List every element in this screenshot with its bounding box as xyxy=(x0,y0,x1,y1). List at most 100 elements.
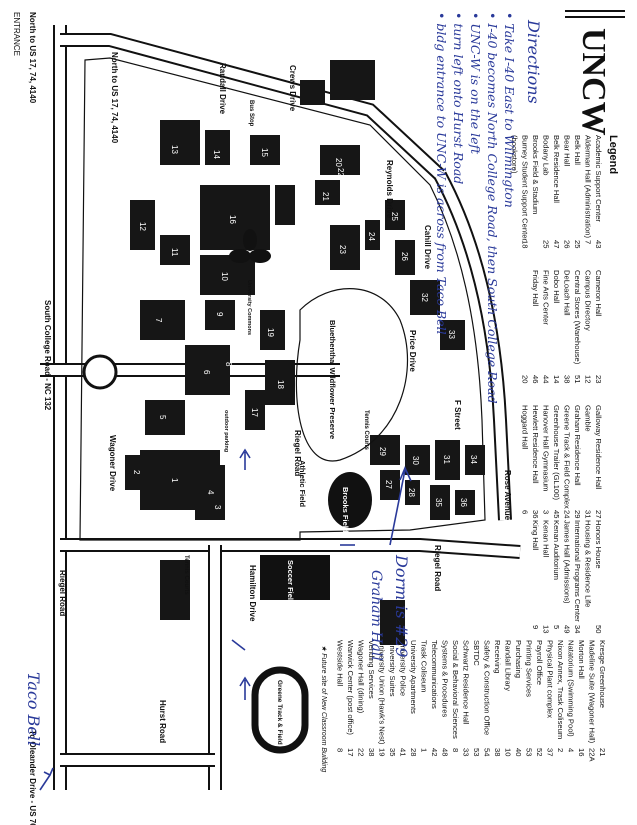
direction-5: • bldg entrance to UNC-W is across from … xyxy=(434,12,449,335)
legend-entry: Alderman Hall (Administration) xyxy=(584,135,593,238)
legend-number: 23 xyxy=(594,375,603,383)
building-3 xyxy=(195,465,225,520)
label-riegel-3: Riegel Road xyxy=(58,570,67,616)
num-26: 26 xyxy=(400,252,409,261)
num-21: 21 xyxy=(321,192,330,201)
num-11: 11 xyxy=(170,248,179,257)
building-ferris xyxy=(160,560,190,620)
legend-number: 37 xyxy=(546,748,555,756)
legend-number: 42 xyxy=(430,748,439,756)
legend-entry: Academic Support Center xyxy=(594,135,603,222)
legend-entry: Receiving xyxy=(493,640,502,673)
building-7 xyxy=(140,300,185,340)
num-32: 32 xyxy=(420,293,429,302)
num-6: 6 xyxy=(202,370,211,375)
label-rose: Rose Avenue xyxy=(503,470,512,521)
building-36 xyxy=(455,490,475,515)
legend-number: 38 xyxy=(563,375,572,383)
num-23: 23 xyxy=(338,245,347,254)
legend-entry: Campus Directory xyxy=(584,270,593,331)
legend-number: 31 xyxy=(584,510,593,518)
legend-number: 25 xyxy=(573,240,582,248)
building-18 xyxy=(265,360,295,405)
legend-entry: Cameron Hall xyxy=(594,270,603,317)
legend-entry: Warwick Center (post office) xyxy=(346,640,355,735)
num-25: 25 xyxy=(390,212,399,221)
arrow-route-3-icon xyxy=(231,639,246,651)
building-17 xyxy=(245,390,265,430)
legend-number: 50 xyxy=(594,625,603,633)
legend-entry: Trask Coliseum xyxy=(420,640,429,692)
legend-number: 8 xyxy=(336,748,345,752)
legend-entry: Madeline Suite (Wagoner Hall) xyxy=(588,640,597,744)
building-6 xyxy=(185,345,230,395)
legend-entry: Kenan Hall xyxy=(542,520,551,557)
legend-entry: Belk Residence Hall xyxy=(552,135,561,203)
traffic-circle xyxy=(82,354,118,390)
legend-number: 38 xyxy=(493,748,502,756)
road-labels: North to US 17, 74, 4140 Randall Drive C… xyxy=(28,52,512,825)
building-23 xyxy=(330,225,360,270)
label-cahill: Cahill Drive xyxy=(423,225,432,270)
directions-title: Directions xyxy=(524,19,543,104)
legend-entry: Morton Hall xyxy=(577,640,586,679)
entrance-note: ENTRANCE xyxy=(12,12,21,56)
legend-entry: Brooks Field & Stadium xyxy=(531,135,540,214)
legend-entry: King Hall xyxy=(531,520,540,551)
building-9 xyxy=(205,300,235,330)
building-28 xyxy=(405,480,420,505)
arrow-to-29-icon xyxy=(389,466,412,546)
legend-entry: Graham Residence Hall xyxy=(573,405,582,486)
building-32 xyxy=(410,280,440,315)
legend-number: 17 xyxy=(346,748,355,756)
legend-number: 53 xyxy=(472,748,481,756)
num-35: 35 xyxy=(434,498,443,507)
label-college: South College Road - NC 132 xyxy=(43,300,52,411)
building-24 xyxy=(365,220,380,250)
building-hamilton xyxy=(380,600,405,645)
legend-entry: Systems & Procedures xyxy=(441,640,450,717)
legend-number: 19 xyxy=(378,748,387,756)
legend-entry: Physical Plant complex xyxy=(546,640,555,718)
legend-number: 4 xyxy=(567,748,576,752)
legend-entry: Friday Hall xyxy=(531,270,540,307)
direction-2: • I-40 becomes North College Road, then … xyxy=(485,12,500,404)
legend-number: 16 xyxy=(577,748,586,756)
north-note: North to US 17, 74, 4140 xyxy=(28,12,37,104)
legend-number: 34 xyxy=(573,625,582,633)
legend-number: 41 xyxy=(399,748,408,756)
legend-entry: Westside Hall xyxy=(336,640,345,687)
num-16: 16 xyxy=(228,215,237,224)
num-33: 33 xyxy=(447,330,456,339)
building-27 xyxy=(380,470,400,500)
num-8: 8 xyxy=(224,362,233,367)
direction-3: • UNC-W is on the left xyxy=(468,12,483,155)
legend-number: 38 xyxy=(367,748,376,756)
legend-number: 2 xyxy=(556,748,565,752)
legend-entry: University Union (Hawk's Nest) xyxy=(378,640,387,745)
label-reynolds: Reynolds Drive xyxy=(385,160,394,219)
legend-entry: University Apartments xyxy=(409,640,418,714)
legend-entry: Burney Student Support Center xyxy=(521,135,530,241)
legend-entry: Purchasing xyxy=(514,640,523,678)
legend-number: 3 xyxy=(542,510,551,514)
legend-number: 13 xyxy=(542,625,551,633)
legend-entry: DeLoach Hall xyxy=(563,270,572,316)
num-18: 18 xyxy=(276,380,285,389)
building-19 xyxy=(260,310,285,350)
legend-entry: SBTDC xyxy=(472,640,481,666)
direction-1: • Take I-40 East to Wilmington xyxy=(502,12,517,208)
legend-number: 12 xyxy=(584,375,593,383)
legend-entry: Hewlett Residence Hall xyxy=(531,405,540,484)
num-20: 20 xyxy=(334,158,343,167)
logo-text: UNCW xyxy=(575,28,612,136)
legend-entry: Randall Library xyxy=(504,640,513,691)
building-29 xyxy=(370,435,400,465)
legend-number: 40 xyxy=(514,748,523,756)
building-13 xyxy=(160,120,200,165)
dorm-note: Dorm is #29 xyxy=(392,554,411,658)
legend-number: 33 xyxy=(462,748,471,756)
num-13: 13 xyxy=(170,145,179,154)
legend-entry: Printing Services xyxy=(525,640,534,697)
